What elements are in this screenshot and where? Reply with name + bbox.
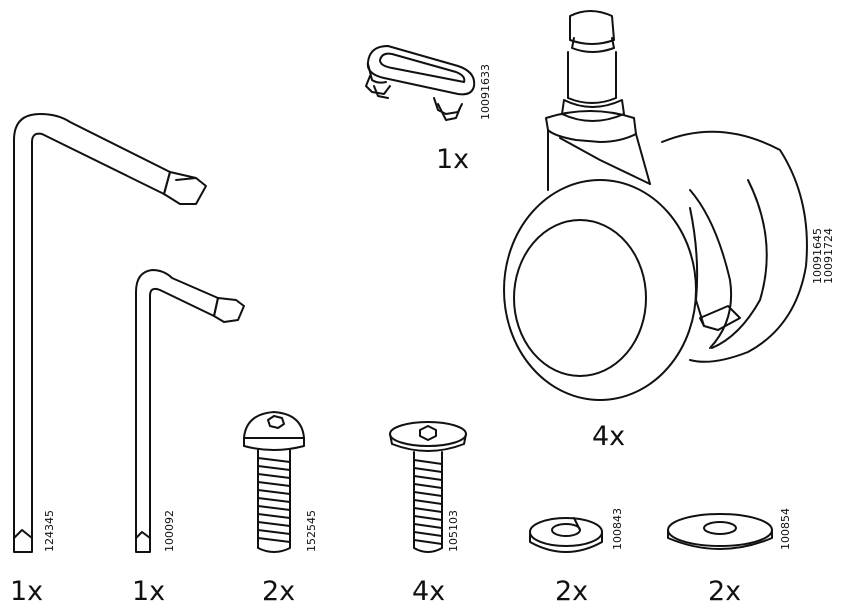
spring-washer-quantity: 2x xyxy=(555,576,589,607)
spring-washer-drawing xyxy=(529,517,603,553)
caster-wheel-drawing xyxy=(503,10,808,401)
long-hex-key-quantity: 1x xyxy=(10,576,44,607)
long-hex-key-drawing xyxy=(13,113,207,553)
long-hex-key-part-number: 124345 xyxy=(43,510,56,552)
flat-washer-quantity: 2x xyxy=(708,576,742,607)
flat-head-bolt-drawing xyxy=(389,421,467,553)
flat-head-bolt-quantity: 4x xyxy=(412,576,446,607)
plastic-clip-part-number: 10091633 xyxy=(479,64,492,120)
flat-washer-part-number: 100854 xyxy=(779,508,792,550)
caster-wheel-part-number-2: 10091724 xyxy=(822,228,835,284)
caster-wheel-part-numbers: 10091645 10091724 xyxy=(811,228,835,284)
flat-head-bolt-part-number: 105103 xyxy=(447,510,460,552)
short-hex-key-drawing xyxy=(135,269,245,553)
short-hex-key-part-number: 100092 xyxy=(163,510,176,552)
flat-washer-drawing xyxy=(667,513,773,550)
short-hex-key-quantity: 1x xyxy=(132,576,166,607)
caster-wheel-quantity: 4x xyxy=(592,421,626,452)
plastic-clip-quantity: 1x xyxy=(436,144,470,175)
spring-washer-part-number: 100843 xyxy=(611,508,624,550)
plastic-clip-drawing xyxy=(365,45,476,121)
button-head-bolt-part-number: 152545 xyxy=(305,510,318,552)
button-head-bolt-drawing xyxy=(243,411,305,553)
button-head-bolt-quantity: 2x xyxy=(262,576,296,607)
